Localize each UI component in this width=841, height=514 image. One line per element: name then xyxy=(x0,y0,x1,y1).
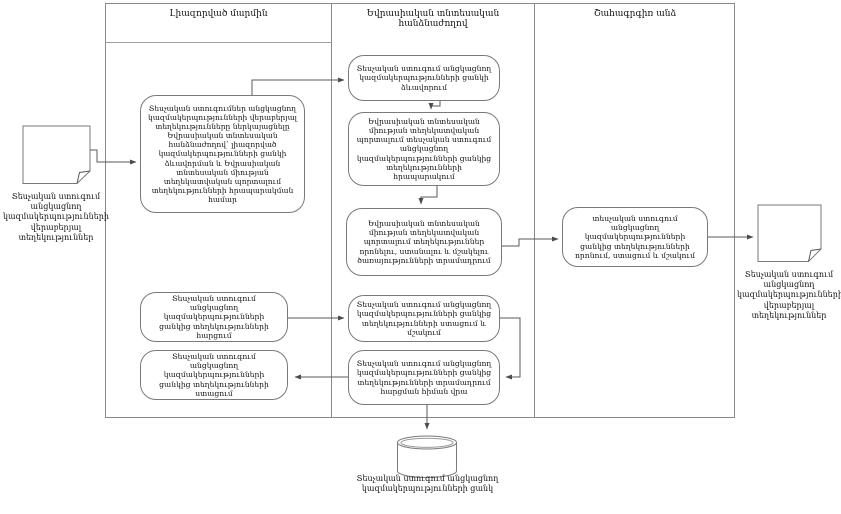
process-box-receive-info-label: Տեսչական ստուգում անցկացնող կազմակերպութ… xyxy=(159,351,269,398)
document-left-label: Տեսչական ստուգում անցկացնող կազմակերպութ… xyxy=(3,192,109,242)
swimlane-frame xyxy=(105,3,735,418)
process-box-receive-info: Տեսչական ստուգում անցկացնող կազմակերպութ… xyxy=(140,350,288,400)
process-box-request-info: Տեսչական ստուգում անցկացնող կազմակերպութ… xyxy=(140,292,288,342)
database-label: Տեսչական ստուգում անցկացնող կազմակերպութ… xyxy=(356,474,499,494)
lane-header-interested-person: Շահագրգիռ անձ xyxy=(593,9,677,19)
lane-divider-2 xyxy=(534,3,535,418)
document-right-label: Տեսչական ստուգում անցկացնող կազմակերպութ… xyxy=(737,270,841,320)
process-box-publish-info: Եվրասիական տնտեսական միության տեղեկատվակ… xyxy=(348,112,500,186)
process-box-search-receive-process: տեսչական ստուգում անցկացնող կազմակերպութ… xyxy=(562,207,708,267)
process-box-receive-process-label: Տեսչական ստուգում անցկացնող կազմակերպութ… xyxy=(356,300,492,337)
document-fold-icon xyxy=(808,248,822,262)
lane-header-eurasian-commission: Եվրասիական տնտեսական հանձնաժողով xyxy=(366,9,500,30)
process-box-form-list-label: Տեսչական ստուգում անցկացնող կազմակերպութ… xyxy=(356,64,492,92)
lane1-header-separator xyxy=(105,42,332,43)
document-icon xyxy=(757,204,822,262)
process-box-provide-services: Եվրասիական տնտեսական միության տեղեկատվակ… xyxy=(346,208,502,276)
process-box-form-list: Տեսչական ստուգում անցկացնող կազմակերպութ… xyxy=(348,55,500,101)
database-shape xyxy=(397,435,457,478)
process-box-submit-info-label: Տեսչական ստուգումներ անցկացնող կազմակերպ… xyxy=(148,103,297,205)
document-icon xyxy=(22,125,91,184)
document-shape-left xyxy=(22,125,91,184)
process-box-provide-on-request: Տեսչական ստուգում անցկացնող կազմակերպութ… xyxy=(348,350,500,405)
document-shape-right xyxy=(757,204,822,262)
process-box-receive-process: Տեսչական ստուգում անցկացնող կազմակերպութ… xyxy=(348,295,500,342)
process-box-submit-info: Տեսչական ստուգումներ անցկացնող կազմակերպ… xyxy=(140,95,305,213)
database-rim-icon xyxy=(400,437,454,448)
process-box-provide-services-label: Եվրասիական տնտեսական միության տեղեկատվակ… xyxy=(357,218,491,265)
process-box-publish-info-label: Եվրասիական տնտեսական միության տեղեկատվակ… xyxy=(356,116,492,182)
process-box-provide-on-request-label: Տեսչական ստուգում անցկացնող կազմակերպութ… xyxy=(356,359,492,396)
lane-header-authorized-body: Լիազորված մարմին xyxy=(169,9,268,19)
document-fold-icon xyxy=(76,170,91,184)
process-box-search-receive-process-label: տեսչական ստուգում անցկացնող կազմակերպութ… xyxy=(574,213,696,260)
database-body-icon xyxy=(397,442,457,478)
lane-divider-1 xyxy=(331,3,332,418)
process-box-request-info-label: Տեսչական ստուգում անցկացնող կազմակերպութ… xyxy=(159,293,269,340)
